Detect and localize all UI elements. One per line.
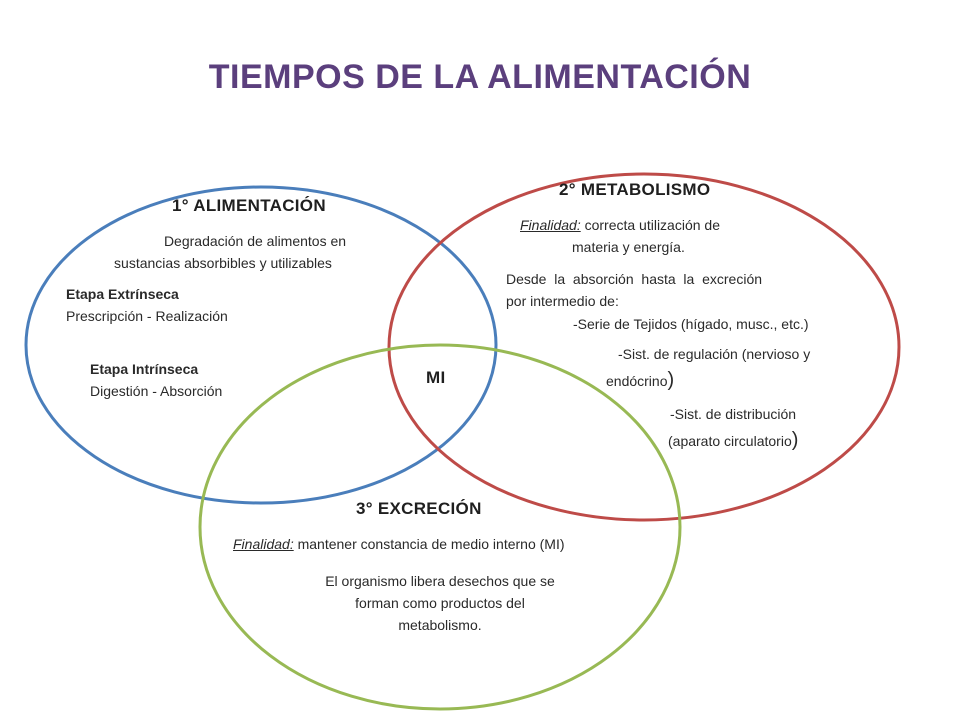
metabolismo-heading: 2° METABOLISMO [559,180,711,199]
etapa-intrinseca-text: Digestión - Absorción [90,383,223,399]
metabolismo-finalidad-label: Finalidad: [520,217,581,233]
metabolismo-finalidad-line2: materia y energía. [572,239,685,255]
alimentacion-desc-line1: Degradación de alimentos en [163,233,347,249]
metabolismo-desde-line1: Desde la absorción hasta la excreción [506,271,763,287]
alimentacion-desc-line2: sustancias absorbibles y utilizables [114,255,332,271]
distribucion-close-paren: ) [791,429,799,451]
etapa-extrinseca-text: Prescripción - Realización [66,308,228,324]
metabolismo-item-distribucion-line2: (aparato circulatorio) [668,429,798,452]
metabolismo-item-regulacion-line1: -Sist. de regulación (nervioso y [618,346,811,362]
circle-alimentacion [24,185,498,505]
excrecion-finalidad-label: Finalidad: [233,536,294,552]
circle-excrecion [198,343,682,711]
excrecion-finalidad: Finalidad: mantener constancia de medio … [233,533,565,555]
metabolismo-finalidad-text: correcta utilización de [580,217,720,233]
excrecion-desc-line1: El organismo libera desechos que se [325,573,555,589]
metabolismo-finalidad: Finalidad: correcta utilización de [520,214,720,236]
page-title: TIEMPOS DE LA ALIMENTACIÓN [208,58,752,96]
etapa-intrinseca-label: Etapa Intrínseca [90,361,199,377]
excrecion-desc-line2: forman como productos del [355,595,525,611]
excrecion-desc-line3: metabolismo. [398,617,482,633]
metabolismo-item-distribucion-line1: -Sist. de distribución [670,406,797,422]
excrecion-finalidad-text: mantener constancia de medio interno (MI… [293,536,565,552]
etapa-extrinseca-label: Etapa Extrínseca [66,286,179,302]
metabolismo-desde-line2: por intermedio de: [506,293,619,309]
regulacion-endocrino-text: endócrino [606,373,668,389]
alimentacion-heading: 1° ALIMENTACIÓN [172,196,326,215]
circle-metabolismo [387,172,901,522]
mi-label: MI [426,368,446,387]
distribucion-circulatorio-text: (aparato circulatorio [668,433,792,449]
metabolismo-item-regulacion-line2: endócrino) [606,369,674,392]
metabolismo-item-tejidos: -Serie de Tejidos (hígado, musc., etc.) [573,316,809,332]
regulacion-close-paren: ) [667,369,675,391]
excrecion-heading: 3° EXCRECIÓN [356,499,482,518]
